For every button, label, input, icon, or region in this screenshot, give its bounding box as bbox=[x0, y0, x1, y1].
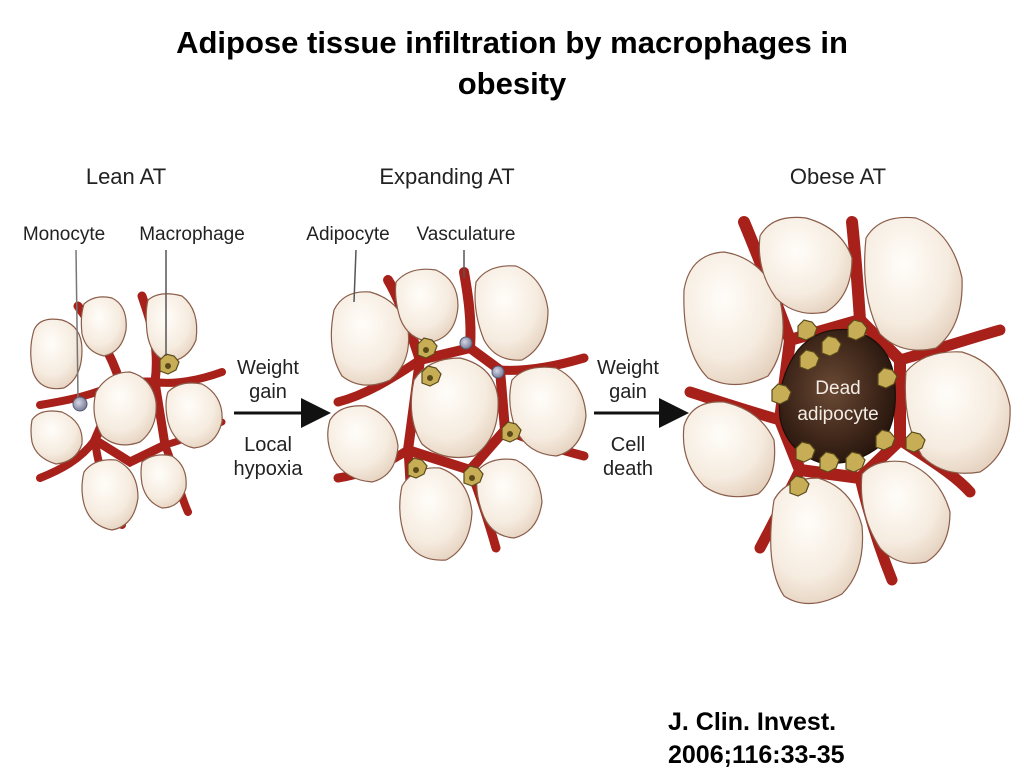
transition-expanding-to-obese: Weight gain Cell death bbox=[594, 357, 689, 480]
callout-monocyte: Monocyte bbox=[23, 224, 105, 245]
adipocyte bbox=[509, 366, 587, 457]
lean-at-panel: Lean AT Monocyte Macrophage bbox=[23, 164, 245, 531]
adipocyte bbox=[476, 458, 543, 539]
adipocyte-cluster bbox=[30, 293, 223, 531]
adipocyte bbox=[394, 268, 459, 343]
obese-at-panel: Obese AT Dead adipocyte bbox=[682, 164, 1011, 605]
macrophage-icon bbox=[501, 421, 522, 443]
transition-cause-line: Weight bbox=[597, 357, 659, 379]
macrophage-icon bbox=[845, 451, 866, 473]
slide-title-line: Adipose tissue infiltration by macrophag… bbox=[176, 25, 848, 60]
dead-adipocyte-label: adipocyte bbox=[797, 404, 878, 425]
monocyte-icon bbox=[72, 396, 88, 412]
macrophage-icon bbox=[407, 457, 428, 479]
transition-cause-line: Weight bbox=[237, 357, 299, 379]
adipocyte bbox=[81, 459, 139, 531]
macrophage-icon bbox=[417, 337, 438, 359]
macrophage-icon bbox=[905, 431, 926, 453]
adipocyte-cluster bbox=[327, 265, 587, 561]
macrophage-icon bbox=[875, 429, 896, 451]
slide-title: Adipose tissue infiltration by macrophag… bbox=[60, 22, 964, 104]
adipocyte bbox=[864, 216, 963, 351]
adipocyte bbox=[327, 405, 399, 483]
adipocyte bbox=[474, 265, 549, 361]
macrophage-icon bbox=[821, 335, 842, 357]
macrophage-icon bbox=[771, 383, 792, 405]
adipocyte bbox=[770, 477, 864, 605]
dead-adipocyte-label: Dead bbox=[815, 378, 860, 399]
slide-title-line: obesity bbox=[457, 66, 567, 101]
adipocyte bbox=[682, 401, 776, 498]
macrophage-icon bbox=[421, 365, 442, 387]
callout-macrophage: Macrophage bbox=[139, 224, 245, 245]
leader-line bbox=[353, 249, 357, 303]
transition-lean-to-expanding: Weight gain Local hypoxia bbox=[234, 357, 331, 480]
adipocyte bbox=[145, 293, 198, 363]
adipocyte bbox=[30, 410, 83, 465]
adipocyte bbox=[140, 454, 187, 509]
transition-effect-line: Cell bbox=[611, 434, 645, 456]
expanding-at-panel: Expanding AT Adipocyte Vasculature bbox=[306, 164, 589, 561]
panel-title-obese: Obese AT bbox=[790, 164, 886, 189]
callout-adipocyte: Adipocyte bbox=[306, 224, 389, 245]
adipocyte bbox=[399, 467, 473, 561]
transition-cause-line: gain bbox=[609, 381, 647, 403]
transition-cause-line: gain bbox=[249, 381, 287, 403]
citation-line: J. Clin. Invest. bbox=[668, 708, 837, 736]
adipocyte bbox=[93, 371, 157, 446]
macrophage-crown bbox=[771, 319, 926, 497]
macrophage-icon bbox=[789, 475, 810, 497]
callout-vasculature: Vasculature bbox=[417, 224, 516, 245]
adipocyte bbox=[30, 318, 83, 390]
macrophage-icon bbox=[797, 319, 818, 341]
adipocyte-cluster bbox=[682, 216, 1011, 605]
adipocyte bbox=[860, 460, 951, 564]
monocyte-icon bbox=[459, 336, 473, 350]
panel-title-lean: Lean AT bbox=[86, 164, 166, 189]
macrophage-icon bbox=[877, 367, 898, 389]
panel-title-expanding: Expanding AT bbox=[379, 164, 514, 189]
macrophage-icon bbox=[819, 451, 840, 473]
citation: J. Clin. Invest. 2006;116:33-35 bbox=[668, 706, 1008, 772]
macrophage-icon bbox=[463, 465, 484, 487]
transition-effect-line: Local bbox=[244, 434, 292, 456]
transition-effect-line: hypoxia bbox=[234, 458, 304, 480]
macrophage-icon bbox=[799, 349, 820, 371]
citation-line: 2006;116:33-35 bbox=[668, 741, 845, 769]
adipocyte bbox=[165, 382, 223, 449]
macrophage-icon bbox=[159, 353, 180, 375]
leader-line bbox=[75, 249, 79, 399]
adipocyte bbox=[330, 291, 410, 386]
macrophage-icon bbox=[847, 319, 868, 341]
adipocyte bbox=[80, 296, 127, 357]
adipocyte bbox=[683, 251, 784, 386]
adipocyte bbox=[758, 216, 853, 314]
adipocyte bbox=[904, 351, 1011, 474]
monocyte-icon bbox=[491, 365, 505, 379]
transition-effect-line: death bbox=[603, 458, 653, 480]
macrophage-icon bbox=[795, 441, 816, 463]
